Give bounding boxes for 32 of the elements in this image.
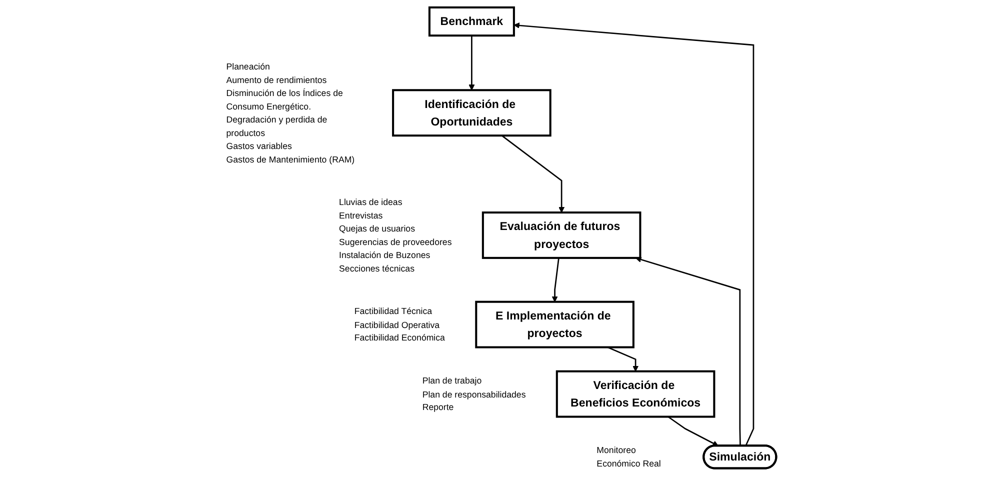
- node-box: Evaluación de futuros proyectos: [482, 212, 642, 259]
- node-box: Verificación de Beneficios Económicos: [556, 370, 716, 418]
- node-label: Disminución de los Índices de Consumo Energético.: [226, 88, 344, 112]
- node-label: Reporte: [422, 402, 454, 412]
- node-box: Identificación de Oportunidades: [392, 89, 552, 137]
- node-label: Factibilidad Operativa: [354, 319, 440, 330]
- node-label: Quejas de usuarios: [339, 223, 416, 234]
- arrow: [502, 135, 565, 213]
- node-label: Secciones técnicas: [339, 263, 415, 274]
- arrow: [636, 256, 742, 446]
- node-label: Aumento de rendimientos: [226, 74, 327, 85]
- node-label: Entrevistas: [339, 210, 383, 220]
- arrow: [668, 416, 719, 446]
- node-label: Gastos de Mantenimiento (RAM): [226, 154, 355, 164]
- arrow: [608, 346, 639, 372]
- node-label: Económico Real: [596, 458, 662, 468]
- node-label: Instalación de Buzones: [339, 250, 430, 260]
- node-label: Plan de responsabilidades: [422, 388, 526, 399]
- node-label: Factibilidad Técnica: [354, 306, 432, 316]
- node-box: E Implementación de proyectos: [475, 300, 635, 348]
- node-label: Monitoreo: [596, 445, 636, 456]
- arrow: [514, 22, 754, 446]
- node-label: Degradación y perdida de productos: [226, 114, 328, 138]
- node-label: Planeación: [226, 61, 270, 72]
- arrow: [552, 258, 560, 302]
- arrow: [468, 36, 475, 90]
- node-label: Gastos variables: [226, 140, 292, 151]
- node-box: Benchmark: [428, 6, 516, 37]
- node-label: Factibilidad Económica: [354, 332, 446, 343]
- node-label: Plan de trabajo: [422, 376, 482, 386]
- node-label: Lluvias de ideas: [339, 196, 402, 208]
- node-label: Sugerencias de proveedores: [339, 236, 452, 247]
